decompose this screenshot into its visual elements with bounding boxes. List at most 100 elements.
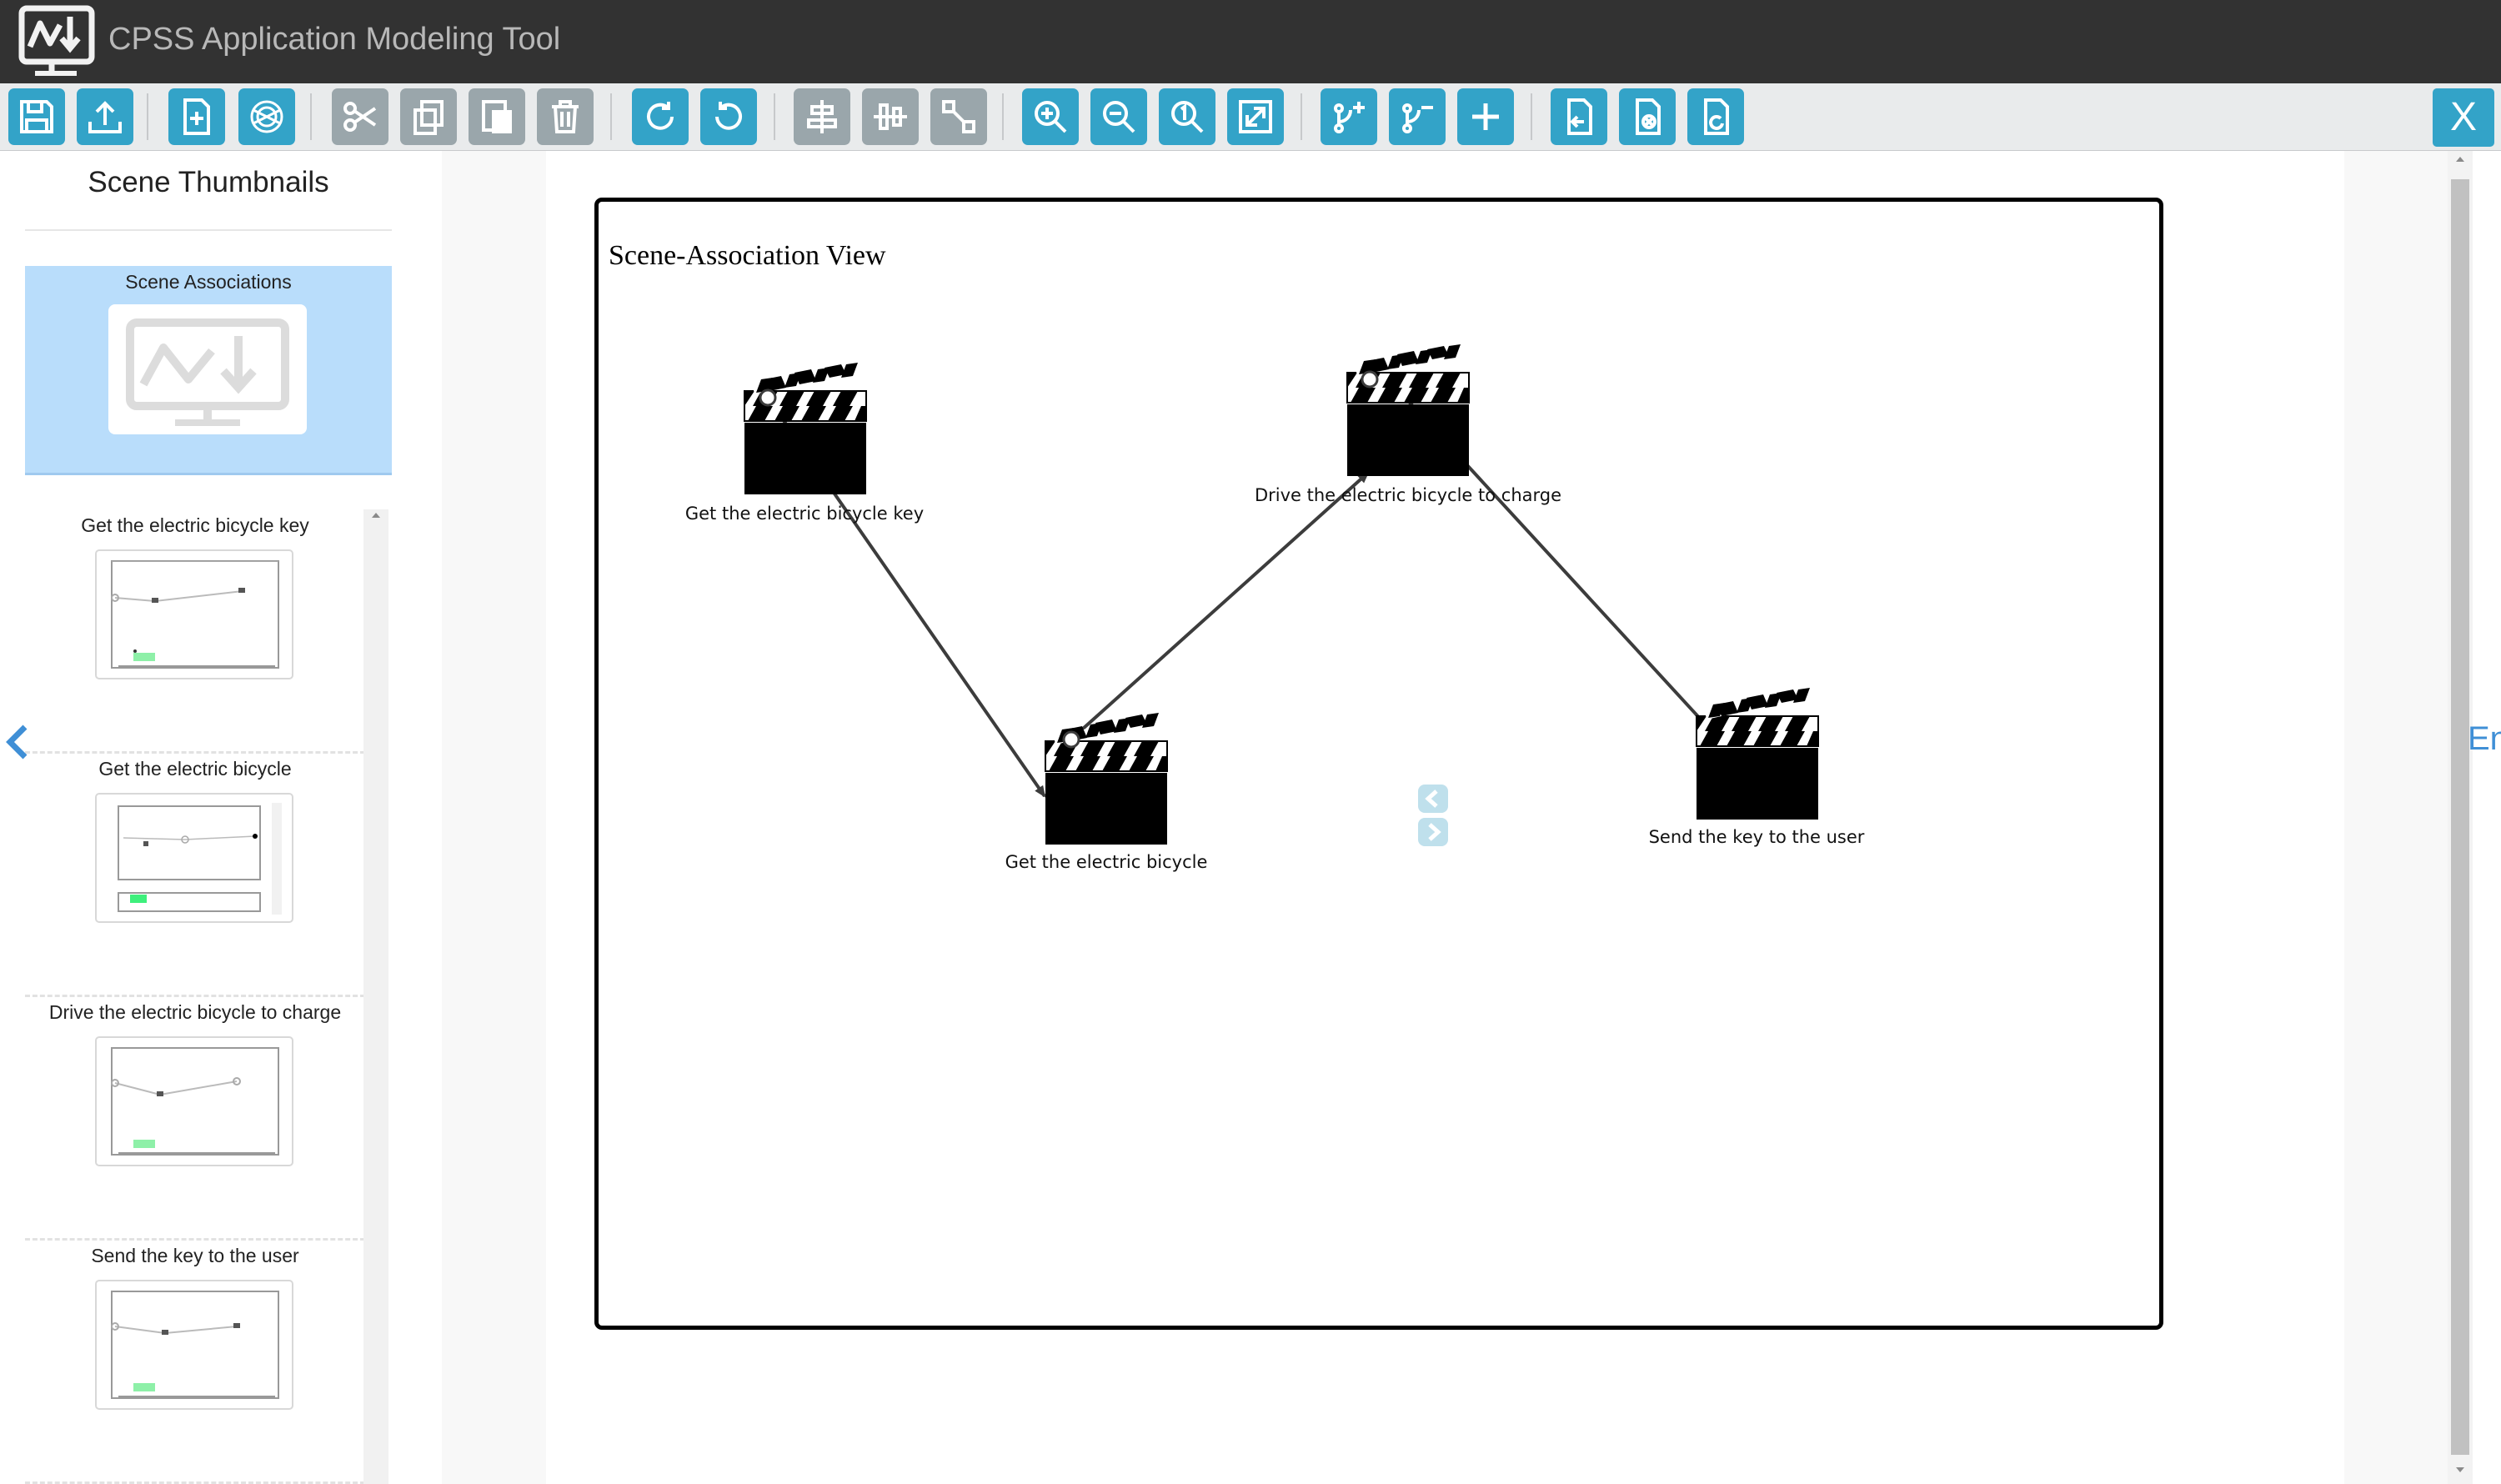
model-button[interactable]	[238, 88, 295, 145]
remove-branch-button[interactable]	[1389, 88, 1446, 145]
scene-associations-card[interactable]: Scene Associations	[25, 266, 392, 475]
new-page-icon	[183, 98, 210, 135]
chevron-left-icon[interactable]	[1425, 790, 1438, 808]
connection-port[interactable]	[1062, 730, 1080, 749]
canvas-gutter	[2344, 151, 2448, 1484]
plus-icon	[1472, 103, 1499, 130]
scene-thumbnail	[95, 793, 293, 923]
zoom-actual-button[interactable]	[1159, 88, 1215, 145]
refresh-file-button[interactable]	[1687, 88, 1744, 145]
canvas-gutter	[442, 151, 546, 1484]
file-refresh-icon	[1704, 98, 1729, 135]
close-button[interactable]: X	[2433, 88, 2494, 147]
delete-button[interactable]	[537, 88, 594, 145]
association-edges	[766, 381, 1713, 798]
scene-association-canvas[interactable]: Scene-Association View	[594, 198, 2163, 1330]
scroll-down-icon[interactable]	[2454, 1464, 2466, 1476]
connection-port[interactable]	[759, 389, 777, 407]
upload-icon	[88, 101, 122, 133]
scroll-up-icon[interactable]	[370, 509, 382, 521]
chevron-right-icon[interactable]	[1428, 823, 1441, 841]
resize-button[interactable]	[930, 88, 987, 145]
fit-screen-icon	[1239, 100, 1272, 133]
panel-title: Scene Thumbnails	[88, 166, 329, 198]
add-button[interactable]	[1457, 88, 1514, 145]
nav-chevrons[interactable]	[1418, 785, 1448, 846]
app-logo-icon	[18, 5, 95, 76]
clapperboard-icon	[1346, 342, 1470, 477]
clapperboard-icon	[744, 360, 867, 495]
zoom-out-icon	[1103, 101, 1135, 133]
toolbar-separator	[610, 93, 612, 140]
file-remove-icon	[1636, 98, 1661, 135]
scene-label: Get the electric bicycle key	[81, 514, 309, 536]
import-button[interactable]	[1551, 88, 1607, 145]
paste-button[interactable]	[469, 88, 525, 145]
toolbar: X	[0, 83, 2501, 151]
app-title: CPSS Application Modeling Tool	[108, 22, 561, 57]
association-edge-2[interactable]	[1073, 471, 1370, 738]
save-button[interactable]	[8, 88, 65, 145]
canvas-scrollbar[interactable]	[2448, 151, 2473, 1484]
scene-thumbnail	[95, 1036, 293, 1166]
scene-thumbnail-item[interactable]: Drive the electric bicycle to charge	[25, 996, 365, 1241]
zoom-in-icon	[1035, 101, 1067, 133]
scene-node-label: Get the electric bicycle key	[685, 504, 924, 524]
toolbar-separator	[1002, 93, 1004, 140]
scene-node[interactable]	[1696, 685, 1819, 820]
copy-button[interactable]	[400, 88, 457, 145]
scrollbar-thumb[interactable]	[2451, 179, 2469, 1455]
undo-icon	[715, 102, 742, 130]
scene-list-scrollbar[interactable]	[363, 509, 388, 1484]
toolbar-separator	[310, 93, 312, 140]
fit-button[interactable]	[1227, 88, 1284, 145]
association-diagram[interactable]: Get the electric bicycle key Get the ele…	[594, 198, 2163, 1330]
zoom-in-button[interactable]	[1022, 88, 1079, 145]
collapse-panel-chevron-icon[interactable]	[3, 724, 32, 760]
scene-thumbnails-panel: Scene Thumbnails Scene Associations Get …	[0, 151, 442, 1484]
upload-button[interactable]	[77, 88, 133, 145]
thumbnail-preview	[111, 1291, 279, 1399]
scene-node[interactable]	[1045, 710, 1168, 845]
file-import-icon	[1567, 98, 1592, 135]
redo-button[interactable]	[632, 88, 689, 145]
cut-button[interactable]	[332, 88, 388, 145]
scene-list: Get the electric bicycle key Get the ele…	[25, 509, 365, 1484]
scene-associations-label: Scene Associations	[125, 271, 292, 293]
save-icon	[20, 100, 53, 133]
paste-icon	[482, 100, 512, 133]
align-center-icon	[807, 100, 837, 133]
add-scene-button[interactable]	[168, 88, 225, 145]
add-branch-button[interactable]	[1321, 88, 1377, 145]
scene-node-label: Drive the electric bicycle to charge	[1255, 485, 1561, 505]
undo-button[interactable]	[700, 88, 757, 145]
thumbnail-preview	[111, 560, 279, 669]
scissors-icon	[343, 102, 377, 132]
resize-icon	[942, 100, 975, 133]
scene-node-label: Get the electric bicycle	[1005, 852, 1208, 872]
scene-thumbnail-item[interactable]: Send the key to the user	[25, 1240, 365, 1484]
scroll-up-icon[interactable]	[2454, 153, 2466, 165]
align-center-button[interactable]	[794, 88, 850, 145]
scene-label: Get the electric bicycle	[98, 758, 292, 780]
view-title: Scene-Association View	[609, 240, 886, 271]
zoom-out-button[interactable]	[1090, 88, 1147, 145]
scene-thumbnail-item[interactable]: Get the electric bicycle key	[25, 509, 365, 754]
right-panel-label[interactable]: En	[2468, 720, 2501, 757]
zoom-one-icon	[1171, 101, 1204, 133]
title-bar: CPSS Application Modeling Tool	[0, 0, 2501, 83]
toolbar-separator	[774, 93, 775, 140]
divider	[25, 229, 392, 231]
scene-thumbnail-item[interactable]: Get the electric bicycle	[25, 753, 365, 997]
scene-node[interactable]	[1346, 342, 1470, 477]
toolbar-separator	[147, 93, 148, 140]
align-middle-button[interactable]	[862, 88, 919, 145]
branch-plus-icon	[1334, 102, 1365, 133]
remove-file-button[interactable]	[1619, 88, 1676, 145]
thumbnail-preview	[111, 1047, 279, 1156]
connection-port[interactable]	[1361, 370, 1379, 389]
scene-node[interactable]	[744, 360, 867, 495]
scene-thumbnail	[95, 1280, 293, 1410]
scene-associations-thumbnail	[108, 304, 307, 434]
trash-icon	[552, 100, 579, 133]
